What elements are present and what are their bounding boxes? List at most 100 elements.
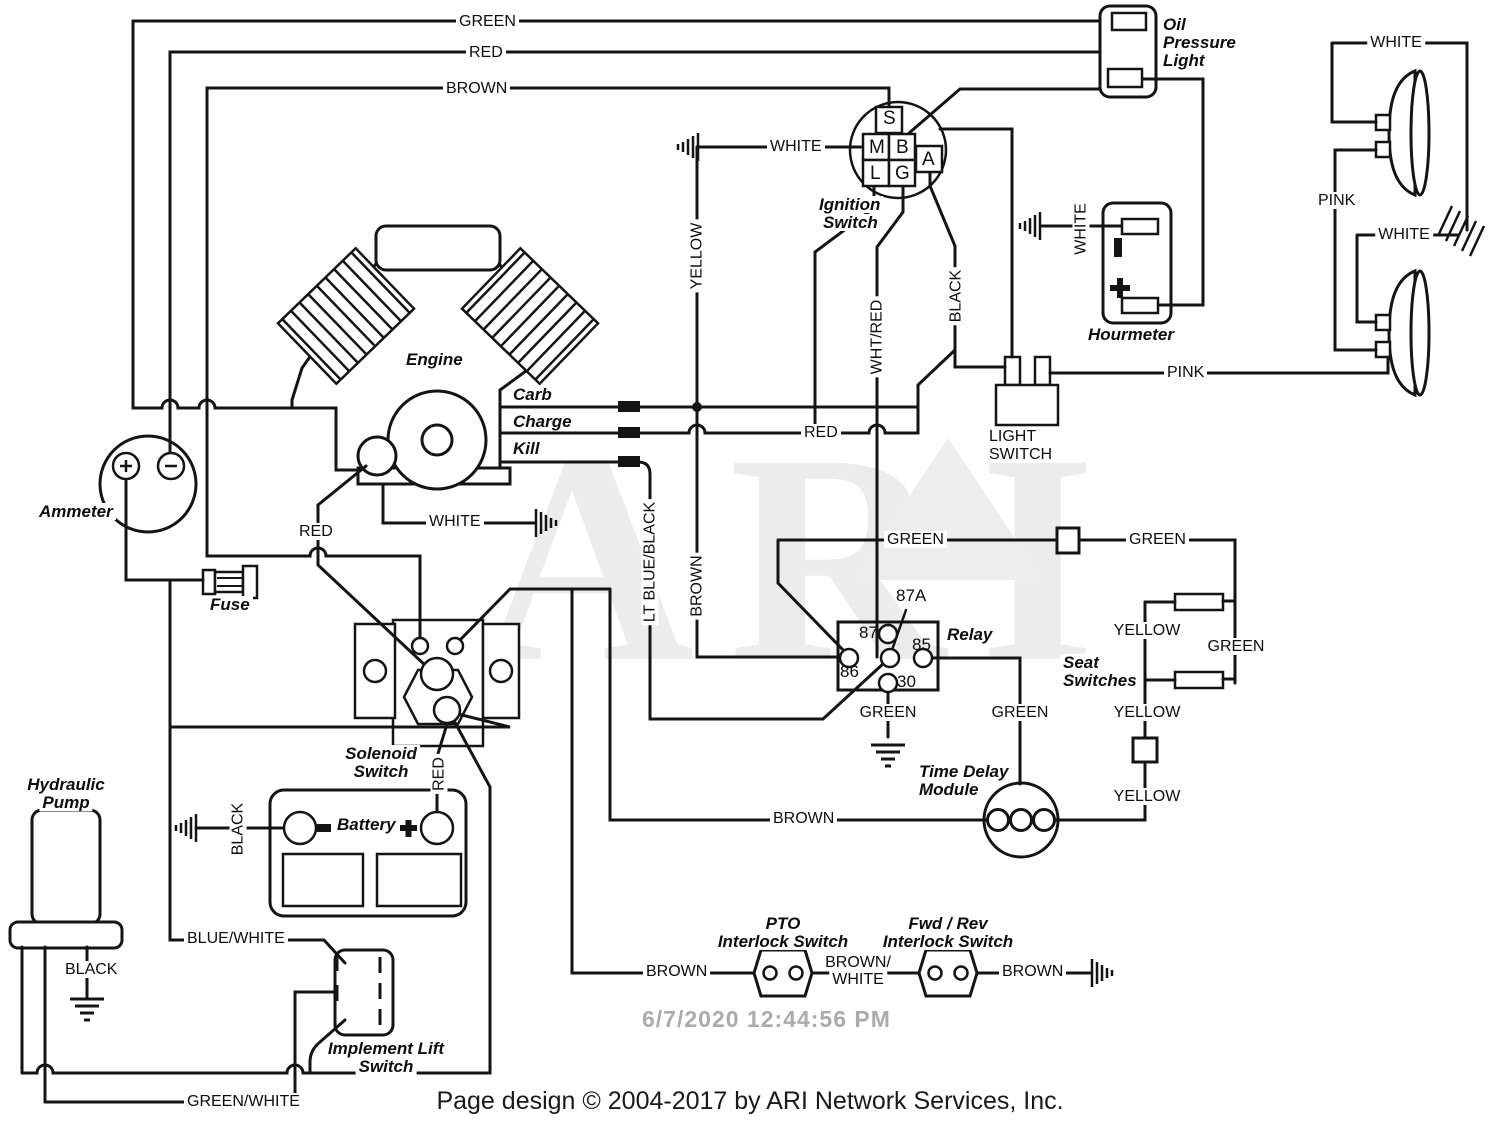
wire-white-engine-ground xyxy=(381,482,536,525)
implement-label-1: Implement Lift xyxy=(324,1040,448,1057)
wire-label-brown-v: BROWN xyxy=(688,552,706,620)
relay-pin-87a-label: 87A xyxy=(896,586,927,605)
ignition-label-1: Ignition xyxy=(816,196,884,213)
wire-label-blue-white: BLUE/WHITE xyxy=(184,930,288,947)
wire-label-yellow-v: YELLOW xyxy=(688,219,706,293)
solenoid-switch-body xyxy=(353,618,521,748)
wire-lamp-pink-jumper xyxy=(1333,148,1378,352)
ignition-terminals xyxy=(861,105,944,188)
wire-label-green-white: GREEN/WHITE xyxy=(184,1093,303,1110)
ignition-pin-b: B xyxy=(896,137,909,158)
ignition-pin-l: L xyxy=(870,163,881,184)
wire-label-brown-tdm: BROWN xyxy=(770,810,838,827)
relay-pin-85-label: 85 xyxy=(912,635,931,654)
fwdrev-label-2: Interlock Switch xyxy=(879,933,1017,950)
battery-terminals xyxy=(282,810,455,846)
wire-label-ltblue: LT BLUE/BLACK xyxy=(641,498,659,626)
fuse-body xyxy=(201,564,259,600)
ammeter-label: Ammeter xyxy=(36,503,116,520)
headlamp-bottom xyxy=(1374,269,1431,397)
carb-label: Carb xyxy=(510,386,555,403)
relay-pins xyxy=(838,623,934,694)
wire-label-green-30: GREEN xyxy=(856,704,920,721)
battery-body xyxy=(268,788,468,918)
wire-charge-red xyxy=(500,348,957,435)
kill-label: Kill xyxy=(510,440,543,457)
wire-label-brown-pto-right: BROWN xyxy=(999,963,1067,980)
battery-label: Battery xyxy=(334,816,399,833)
ignition-pin-a: A xyxy=(922,149,935,170)
ignition-pin-m: M xyxy=(869,137,885,158)
wire-label-black-ign: BLACK xyxy=(947,266,965,326)
relay-pin-87-label: 87 xyxy=(859,623,878,642)
hydraulic-pump-body xyxy=(8,808,124,950)
ignition-label-2: Switch xyxy=(820,214,881,231)
oil-light-label-3: Light xyxy=(1160,52,1208,69)
hourmeter-label: Hourmeter xyxy=(1085,326,1177,343)
ammeter-terminals xyxy=(111,451,186,481)
wire-label-green-85: GREEN xyxy=(988,704,1052,721)
light-switch-label-1: LIGHT xyxy=(986,428,1040,445)
wire-label-yellow-3: YELLOW xyxy=(1110,788,1184,805)
wire-seat-links xyxy=(1143,599,1237,682)
wire-yellow-brown xyxy=(695,145,845,659)
seat-switches-label-1: Seat xyxy=(1060,654,1102,671)
footer-copyright: Page design © 2004-2017 by ARI Network S… xyxy=(436,1087,1064,1115)
ground-symbols xyxy=(68,131,1486,1022)
relay-pin-30-label: 30 xyxy=(897,672,916,691)
tdm-label-2: Module xyxy=(916,781,982,798)
wire-label-pink-lamp: PINK xyxy=(1315,192,1359,209)
wire-label-brown-top: BROWN xyxy=(443,80,511,97)
pump-label-1: Hydraulic xyxy=(24,776,108,793)
wire-green-white xyxy=(43,990,338,1104)
timestamp: 6/7/2020 12:44:56 PM xyxy=(642,1006,891,1032)
wire-pink xyxy=(1048,355,1390,375)
wire-brown-to-tdm xyxy=(608,587,989,822)
wire-label-black-pump: BLACK xyxy=(62,961,121,978)
fuse-label: Fuse xyxy=(207,596,253,613)
wire-label-red-starter: RED xyxy=(296,523,336,540)
implement-contacts xyxy=(335,955,382,1025)
wire-lightswitch-up xyxy=(938,127,1014,359)
wire-label-brown-white-2: WHITE xyxy=(829,971,887,988)
wire-relay85-green xyxy=(930,656,1022,786)
ignition-pin-s: S xyxy=(883,108,896,129)
wire-oil-to-hourmeter xyxy=(1140,77,1205,307)
solenoid-label-2: Switch xyxy=(350,763,412,780)
solenoid-label-1: Solenoid xyxy=(342,745,420,762)
wire-label-green-top: GREEN xyxy=(456,13,519,30)
wire-label-brown-pto-left: BROWN xyxy=(643,963,711,980)
wire-brown-top xyxy=(205,86,891,640)
wire-ignition-a-black xyxy=(928,169,1007,369)
junction-dot xyxy=(692,402,702,412)
oil-light-label-1: Oil xyxy=(1160,16,1189,33)
wire-label-white-lamp-bottom: WHITE xyxy=(1375,226,1433,243)
wire-label-brown-white-1: BROWN/ xyxy=(822,954,894,971)
wire-label-black-battery: BLACK xyxy=(229,799,247,859)
ignition-pin-g: G xyxy=(895,163,910,184)
wire-red-top xyxy=(168,50,1102,455)
pto-label-1: PTO xyxy=(762,915,804,932)
implement-label-2: Switch xyxy=(355,1058,417,1075)
engine-label: Engine xyxy=(403,351,466,368)
wire-87a-pointer xyxy=(890,608,908,652)
interlock-pins xyxy=(762,965,969,981)
wire-seat-left-yellow xyxy=(1054,600,1147,822)
wire-label-red-top: RED xyxy=(466,44,506,61)
wire-green-top xyxy=(131,19,1102,410)
charge-label: Charge xyxy=(510,413,575,430)
wire-whtred xyxy=(875,185,905,659)
headlamp-top xyxy=(1374,69,1431,197)
wire-implement-bottom xyxy=(308,1018,347,1075)
wire-label-white-ign: WHITE xyxy=(767,138,825,155)
solenoid-terminals xyxy=(362,636,514,725)
inline-connectors xyxy=(618,401,1159,764)
wire-label-green-row: GREEN xyxy=(884,531,947,548)
oil-light-terminals xyxy=(1106,11,1148,89)
wire-label-white-engine: WHITE xyxy=(426,513,484,530)
hourmeter-terminals xyxy=(1110,217,1160,315)
pump-label-2: Pump xyxy=(39,794,93,811)
wire-label-red-battery: RED xyxy=(430,754,448,794)
